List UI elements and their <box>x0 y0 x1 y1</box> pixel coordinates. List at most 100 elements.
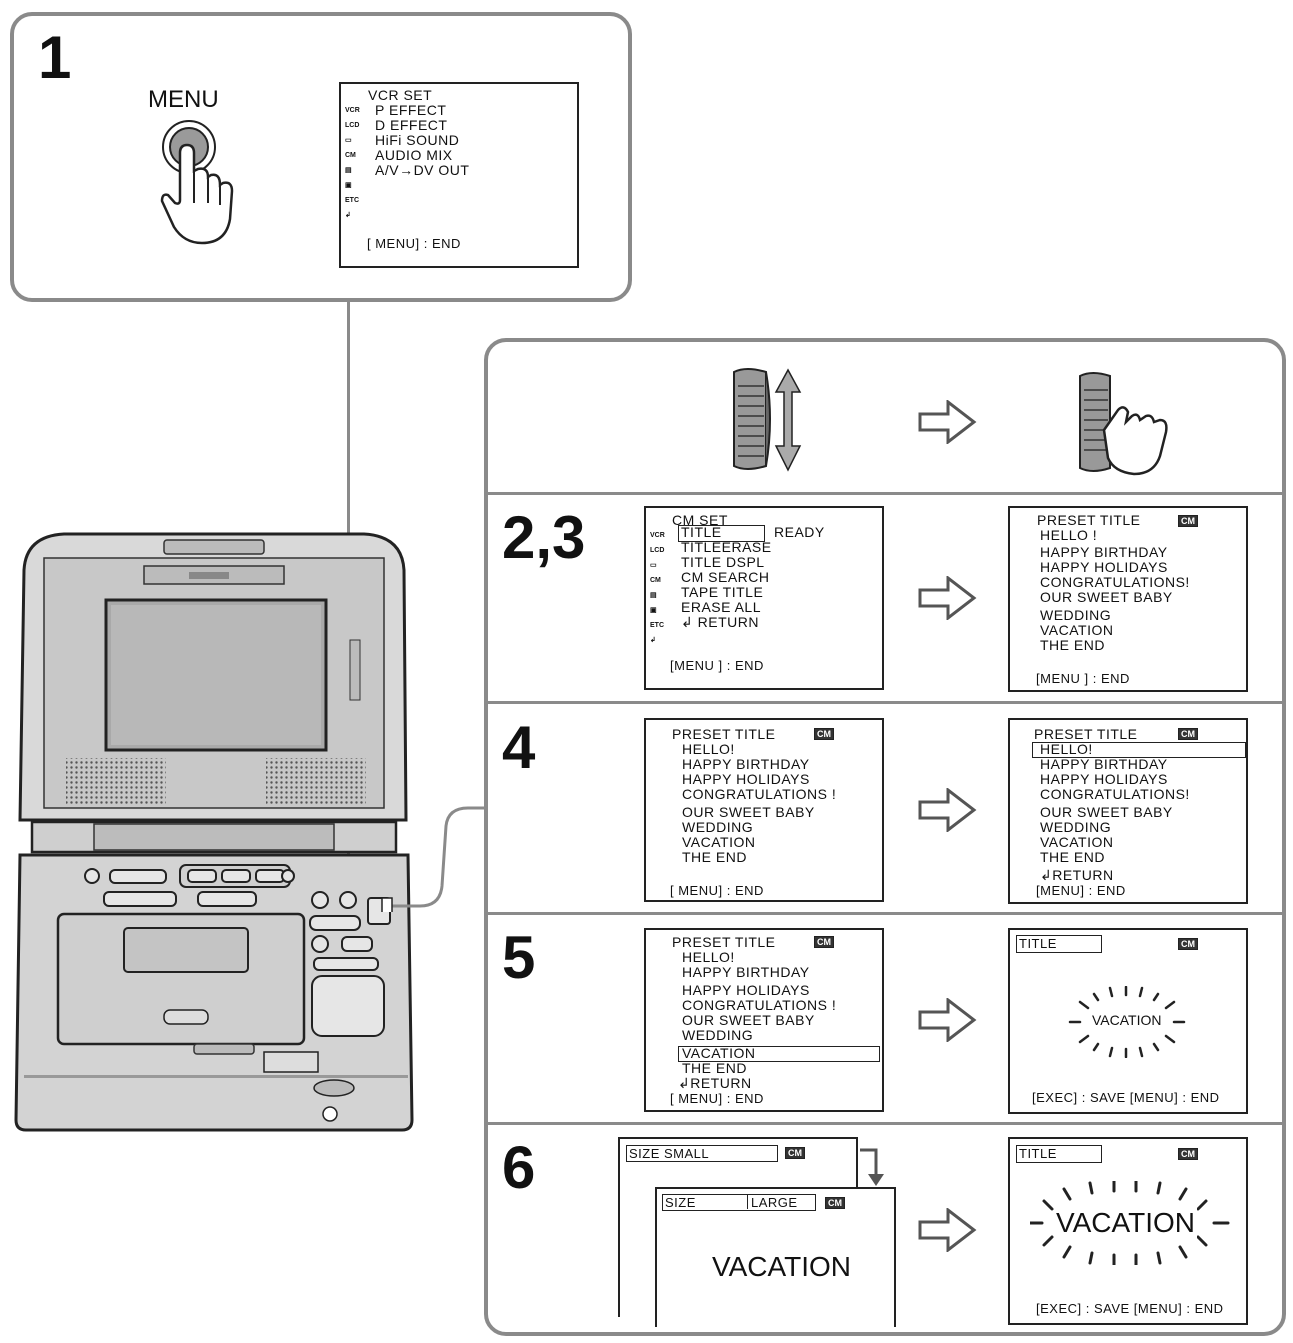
flashing-rays-icon <box>1030 1181 1230 1265</box>
cm-tag: CM <box>1178 728 1198 740</box>
screen-footer: [ MENU] : END <box>367 236 461 251</box>
title-item[interactable]: THE END <box>1040 637 1105 653</box>
title-item[interactable]: WEDDING <box>682 819 754 835</box>
menu-item[interactable]: A/V→DV OUT <box>375 162 470 178</box>
screen-title: VCR SET <box>368 87 433 103</box>
size-label: SIZE <box>665 1195 696 1210</box>
menu-item[interactable]: ERASE ALL <box>681 599 761 615</box>
title-item[interactable]: HAPPY BIRTHDAY <box>1040 544 1168 560</box>
title-item[interactable]: VACATION <box>1040 622 1114 638</box>
status-ready: READY <box>774 524 825 540</box>
selection-box <box>678 525 765 542</box>
title-item[interactable]: WEDDING <box>1040 819 1112 835</box>
size-value[interactable]: LARGE <box>751 1195 798 1210</box>
tape-icon: ▤ <box>345 167 352 174</box>
row-divider <box>488 1122 1282 1125</box>
screen-footer: [EXEC] : SAVE [MENU] : END <box>1032 1090 1220 1105</box>
arrow-right-icon <box>918 998 977 1042</box>
size-divider <box>747 1194 815 1209</box>
size-box <box>626 1145 778 1162</box>
title-item[interactable]: HAPPY HOLIDAYS <box>1040 559 1168 575</box>
screen-icon: ▭ <box>650 562 657 569</box>
menu-button-label: MENU <box>148 86 219 113</box>
return-item[interactable]: ↲RETURN <box>1040 867 1114 883</box>
preset-title-screen: PRESET TITLE CM HELLO! HAPPY BIRTHDAY HA… <box>644 718 884 902</box>
menu-item[interactable]: TITLE DSPL <box>681 554 765 570</box>
menu-item-selected[interactable]: TITLE <box>681 524 722 540</box>
menu-item[interactable]: ↲ RETURN <box>681 614 759 630</box>
title-item[interactable]: CONGRATULATIONS! <box>1040 574 1190 590</box>
connector-line-step4 <box>381 806 488 912</box>
vcr-icon: VCR <box>650 532 665 539</box>
title-item[interactable]: THE END <box>1040 849 1105 865</box>
return-icon: ↲ <box>650 637 656 644</box>
menu-item[interactable]: AUDIO MIX <box>375 147 453 163</box>
row-divider <box>488 701 1282 704</box>
screen-footer: [MENU ] : END <box>1036 671 1130 686</box>
title-preview-screen-large: TITLE CM VACATION [EXEC] : SAVE [MENU] :… <box>1008 1137 1248 1325</box>
title-item[interactable]: HAPPY BIRTHDAY <box>682 756 810 772</box>
screen-title: PRESET TITLE <box>1034 726 1138 742</box>
title-preview-screen: TITLE CM VACATION [EXEC] : SAVE [MENU] :… <box>1008 928 1248 1114</box>
title-text: VACATION <box>1092 1012 1162 1028</box>
title-item[interactable]: HAPPY HOLIDAYS <box>682 771 810 787</box>
row-divider <box>488 492 1282 495</box>
title-item[interactable]: OUR SWEET BABY <box>682 1012 815 1028</box>
etc-icon: ETC <box>345 197 359 204</box>
jog-dial-press-icon[interactable] <box>1074 370 1184 480</box>
title-text-large: VACATION <box>1054 1207 1197 1239</box>
return-item[interactable]: ↲RETURN <box>678 1075 752 1091</box>
step23-number: 2,3 <box>502 504 586 571</box>
cm-tag: CM <box>1178 938 1198 950</box>
cm-icon: CM <box>345 152 356 159</box>
title-item[interactable]: HAPPY BIRTHDAY <box>682 964 810 980</box>
menu-item[interactable]: HiFi SOUND <box>375 132 460 148</box>
step5-number: 5 <box>502 924 536 991</box>
title-item-selected[interactable]: VACATION <box>682 1045 756 1061</box>
title-item[interactable]: OUR SWEET BABY <box>1040 804 1173 820</box>
title-item[interactable]: HAPPY BIRTHDAY <box>1040 756 1168 772</box>
arrow-right-icon <box>918 576 977 620</box>
title-item[interactable]: HELLO ! <box>1040 527 1098 543</box>
title-item[interactable]: THE END <box>682 849 747 865</box>
title-item[interactable]: WEDDING <box>1040 607 1112 623</box>
title-item[interactable]: VACATION <box>1040 834 1114 850</box>
camera-icon: ▣ <box>345 182 352 189</box>
title-item[interactable]: CONGRATULATIONS ! <box>682 997 837 1013</box>
screen-title: CM SET <box>672 512 728 528</box>
screen-footer: [ MENU] : END <box>670 1091 764 1106</box>
title-item[interactable]: VACATION <box>682 834 756 850</box>
title-item[interactable]: HAPPY HOLIDAYS <box>1040 771 1168 787</box>
jog-dial-turn-icon[interactable] <box>726 362 816 477</box>
title-item[interactable]: HAPPY HOLIDAYS <box>682 982 810 998</box>
lcd-icon: LCD <box>650 547 665 554</box>
title-item[interactable]: HELLO! <box>682 949 735 965</box>
title-item[interactable]: OUR SWEET BABY <box>1040 589 1173 605</box>
tape-icon: ▤ <box>650 592 657 599</box>
cm-tag: CM <box>814 728 834 740</box>
cm-tag: CM <box>785 1147 805 1159</box>
title-box <box>1016 1145 1102 1163</box>
screen-title: TITLE <box>1019 936 1057 951</box>
title-item[interactable]: THE END <box>682 1060 747 1076</box>
title-item[interactable]: HELLO! <box>682 741 735 757</box>
size-label[interactable]: SIZE SMALL <box>629 1146 710 1161</box>
title-item[interactable]: OUR SWEET BABY <box>682 804 815 820</box>
screen-footer: [EXEC] : SAVE [MENU] : END <box>1036 1301 1224 1316</box>
menu-item[interactable]: TAPE TITLE <box>681 584 764 600</box>
title-item[interactable]: WEDDING <box>682 1027 754 1043</box>
menu-item[interactable]: TITLEERASE <box>681 539 772 555</box>
screen-footer: [MENU] : END <box>1036 883 1126 898</box>
preset-title-screen: PRESET TITLE CM HELLO! HAPPY BIRTHDAY HA… <box>1008 718 1248 904</box>
title-item[interactable]: CONGRATULATIONS! <box>1040 786 1190 802</box>
menu-item[interactable]: CM SEARCH <box>681 569 770 585</box>
menu-item[interactable]: D EFFECT <box>375 117 448 133</box>
arrow-right-icon <box>918 1208 977 1252</box>
vcr-icon: VCR <box>345 107 360 114</box>
menu-item[interactable]: P EFFECT <box>375 102 447 118</box>
menu-button-press-icon[interactable] <box>150 115 250 250</box>
screen-title: PRESET TITLE <box>672 726 776 742</box>
screen-title: PRESET TITLE <box>672 934 776 950</box>
title-item-selected[interactable]: HELLO! <box>1040 741 1093 757</box>
title-item[interactable]: CONGRATULATIONS ! <box>682 786 837 802</box>
